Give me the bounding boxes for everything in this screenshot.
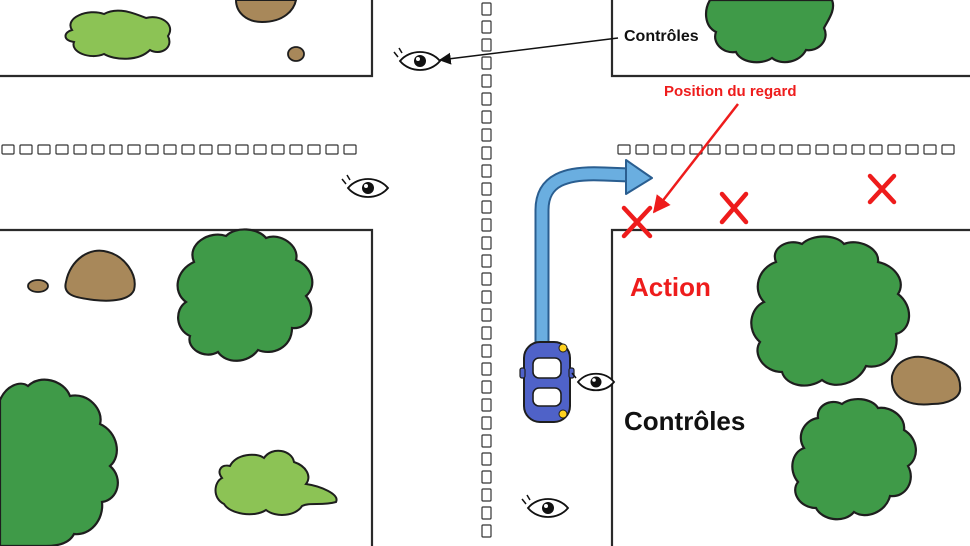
car-icon bbox=[519, 341, 575, 423]
cross-mark-icon bbox=[867, 173, 897, 205]
bush-bottom-left bbox=[214, 449, 338, 516]
eye-icon bbox=[393, 47, 442, 71]
turn-arrow-head bbox=[625, 159, 653, 195]
turn-arrow bbox=[534, 166, 638, 356]
tree-top-right bbox=[704, 0, 835, 64]
tree-bottom-right-upper bbox=[750, 235, 911, 387]
eye-icon bbox=[521, 494, 570, 518]
controls-pointer-arrow bbox=[438, 37, 619, 65]
vertical-centre-line bbox=[481, 2, 492, 538]
cross-mark-icon bbox=[719, 191, 749, 225]
block-bottom-left bbox=[0, 228, 374, 546]
block-top-left bbox=[0, 0, 374, 78]
bush-top-left bbox=[64, 9, 171, 60]
gaze-pointer-arrow bbox=[652, 103, 739, 214]
block-top-right bbox=[610, 0, 970, 78]
horizontal-centre-line bbox=[1, 144, 955, 155]
controls-label-top: Contrôles bbox=[624, 28, 699, 45]
tree-bottom-right-lower bbox=[791, 398, 917, 521]
cross-mark-icon bbox=[621, 205, 653, 239]
controls-label-main: Contrôles bbox=[624, 406, 746, 436]
tree-bottom-left-lower bbox=[0, 378, 119, 546]
pebble-top-left bbox=[287, 46, 305, 62]
rock-top-left bbox=[234, 0, 298, 24]
rock-bottom-right bbox=[890, 355, 962, 406]
pebble-bottom-left bbox=[27, 279, 49, 293]
rock-bottom-left bbox=[64, 249, 136, 302]
gaze-position-label: Position du regard bbox=[664, 83, 797, 100]
action-label: Action bbox=[630, 272, 711, 302]
eye-icon bbox=[571, 372, 616, 392]
block-bottom-right bbox=[610, 228, 970, 546]
eye-icon bbox=[341, 174, 390, 198]
tree-bottom-left-upper bbox=[176, 228, 314, 362]
turn-arrow-body bbox=[536, 168, 636, 354]
